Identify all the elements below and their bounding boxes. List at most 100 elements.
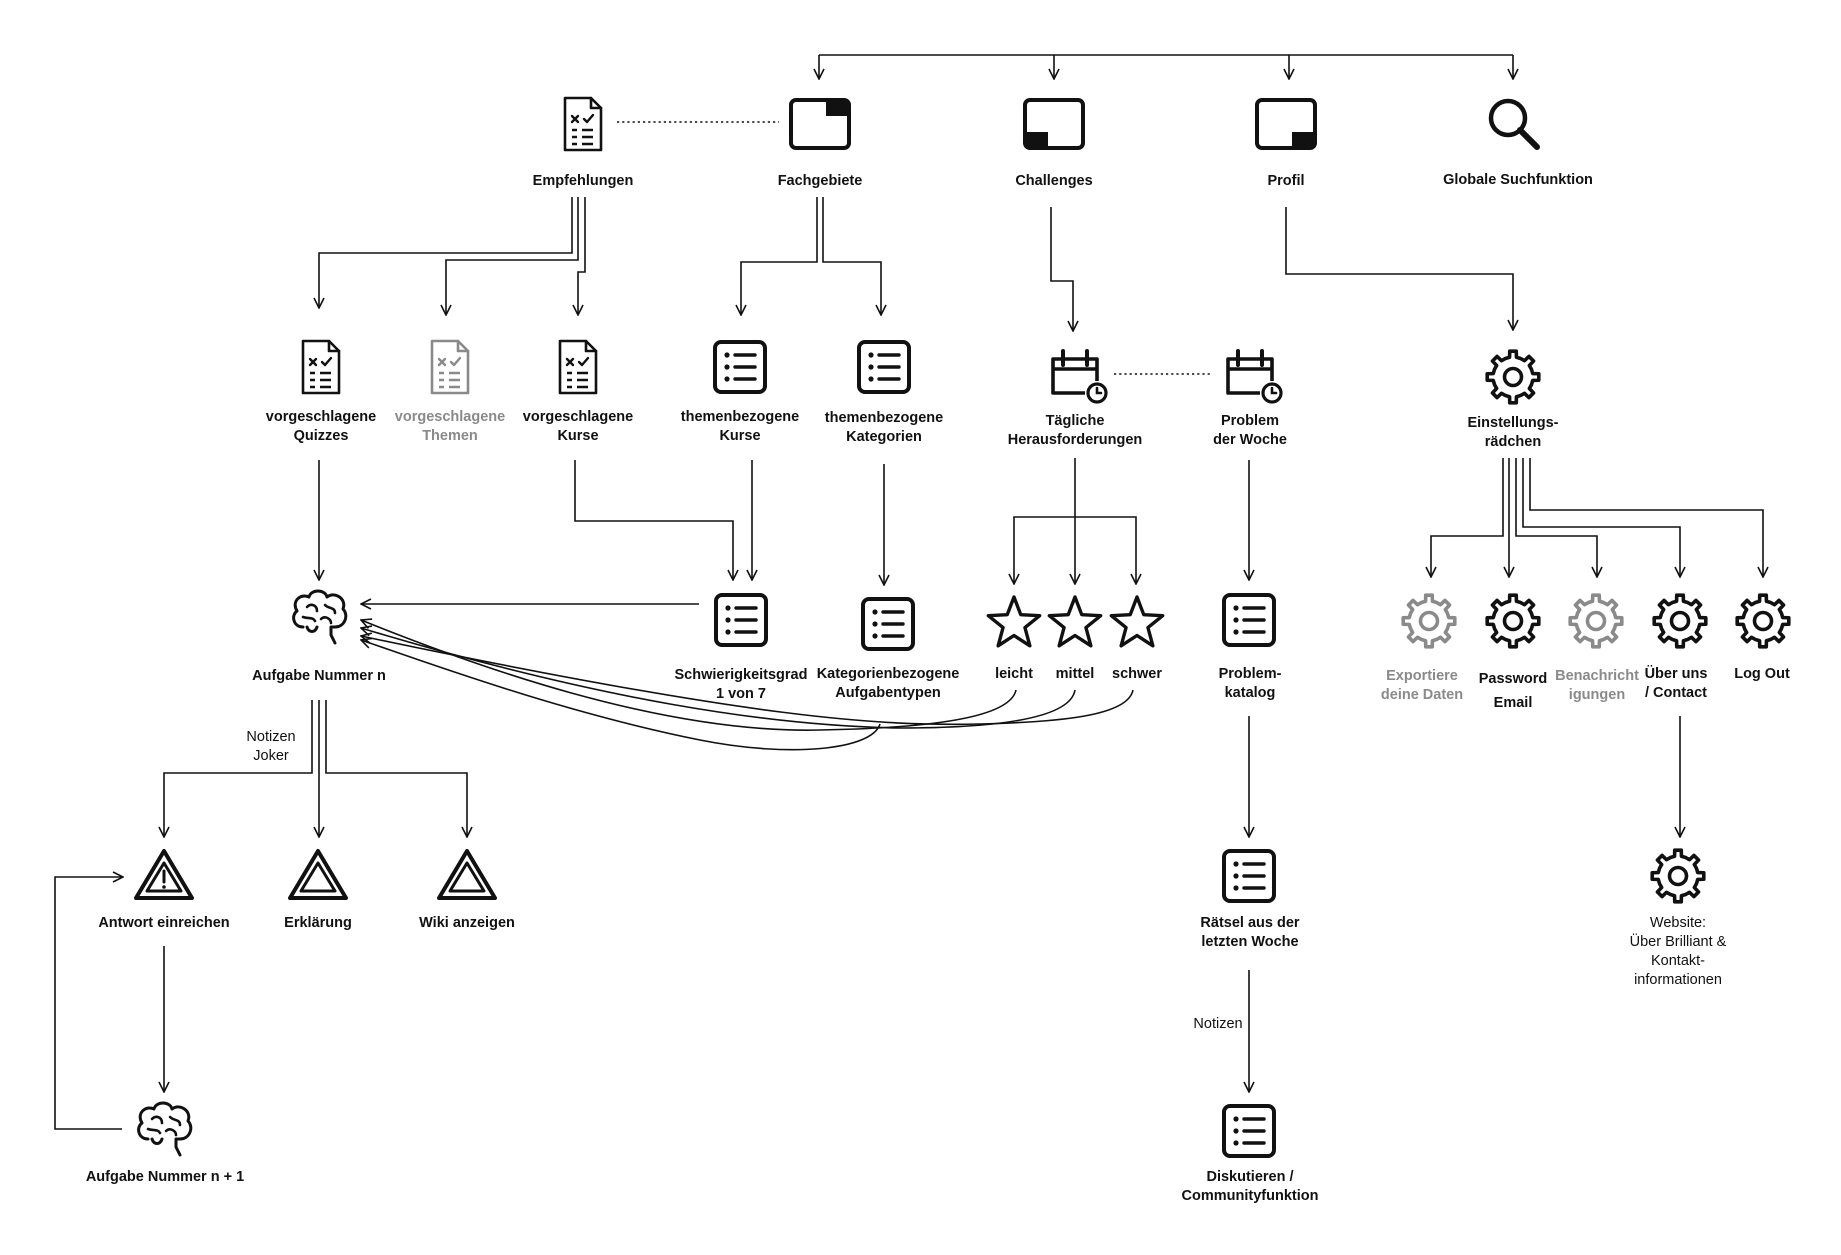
node-label-line: Einstellungs-: [1467, 415, 1559, 431]
node-label-ueber-uns: Über uns / Contact: [1645, 665, 1708, 703]
edge-label-line: Joker: [253, 748, 289, 764]
node-label-line: Exportiere: [1386, 668, 1458, 684]
gear-icon: [1485, 349, 1541, 405]
node-label-leicht: leicht: [995, 665, 1033, 684]
link-aufgabentypen-aufgabe: [361, 640, 881, 751]
window-corner-bottom-right-icon: [1255, 98, 1317, 150]
node-label-schwer: schwer: [1112, 665, 1162, 684]
gear-icon: [1652, 593, 1708, 649]
edge-label-notizen: Notizen: [1193, 1015, 1242, 1034]
list-icon: [857, 340, 911, 394]
node-label-line: Empfehlungen: [532, 173, 634, 189]
link-einstellungen-ueber-uns: [1522, 458, 1680, 577]
warning-triangle-icon: [134, 849, 194, 900]
node-label-line: Kategorienbezogene: [816, 666, 960, 682]
node-label-line: Erklärung: [284, 915, 352, 931]
triangle-icon: [437, 849, 497, 900]
node-label-line: Problem: [1220, 413, 1280, 429]
node-label-profil: Profil: [1267, 172, 1304, 191]
list-icon: [713, 340, 767, 394]
list-icon: [861, 597, 915, 651]
node-label-globale-suche: Globale Suchfunktion: [1443, 171, 1593, 190]
node-label-line: Rätsel aus der: [1200, 915, 1300, 931]
node-label-line: / Contact: [1644, 685, 1708, 701]
node-label-problemkatalog: Problem-katalog: [1219, 665, 1282, 703]
quiz-document-icon: [430, 339, 470, 395]
link-empfehlungen-kurse: [578, 197, 586, 315]
link-schwer-aufgabe: [361, 636, 1134, 726]
gear-icon: [1401, 593, 1457, 649]
node-label-aufgabe-n: Aufgabe Nummer n: [252, 667, 386, 686]
list-icon: [1222, 849, 1276, 903]
quiz-document-icon: [563, 96, 603, 152]
window-corner-bottom-left-icon: [1023, 98, 1085, 150]
node-label-line: Challenges: [1015, 173, 1093, 189]
node-label-line: Benachricht: [1555, 668, 1639, 684]
node-label-line: vorgeschlagene: [265, 409, 377, 425]
node-label-line: Communityfunktion: [1181, 1188, 1319, 1204]
node-label-line: schwer: [1112, 666, 1162, 682]
node-label-line: Log Out: [1734, 666, 1790, 682]
link-aufgabe-antwort: [164, 700, 313, 837]
window-corner-top-right-icon: [789, 98, 851, 150]
node-label-line: Tägliche: [1045, 413, 1105, 429]
node-label-line: mittel: [1055, 666, 1095, 682]
link-empfehlungen-themen: [446, 197, 579, 315]
node-label-line: Herausforderungen: [1007, 432, 1143, 448]
node-label-line: Diskutieren /: [1206, 1169, 1294, 1185]
node-label-line: Antwort einreichen: [98, 915, 230, 931]
edge-label-line: Notizen: [246, 729, 296, 745]
node-label-log-out: Log Out: [1734, 665, 1790, 684]
node-label-line: 1 von 7: [716, 686, 766, 702]
node-label-line: letzten Woche: [1201, 934, 1299, 950]
gear-icon: [1735, 593, 1791, 649]
quiz-document-icon: [301, 339, 341, 395]
list-icon: [714, 593, 768, 647]
node-label-einstellungsraedchen: Einstellungs-rädchen: [1467, 414, 1558, 452]
node-label-line: Globale Suchfunktion: [1443, 172, 1593, 188]
link-leicht-aufgabe: [361, 620, 1017, 731]
node-label-line: Email: [1493, 695, 1533, 711]
node-label-raetsel-letzte-woche: Rätsel aus der letzten Woche: [1200, 914, 1299, 952]
node-label-line: Aufgabe Nummer n + 1: [85, 1169, 245, 1185]
calendar-clock-icon: [1051, 349, 1108, 404]
node-label-line: Aufgabentypen: [835, 685, 941, 701]
node-label-line: Website:: [1649, 915, 1707, 931]
node-label-line: Problem-: [1218, 666, 1282, 682]
link-taegliche-leicht: [1014, 516, 1075, 584]
edge-label-line: Notizen: [1193, 1016, 1243, 1032]
link-mittel-aufgabe: [361, 628, 1076, 729]
gear-icon: [1568, 593, 1624, 649]
star-icon: [1109, 595, 1165, 648]
node-label-line: Aufgabe Nummer n: [252, 668, 386, 684]
link-aufgabe-wiki: [325, 700, 467, 837]
list-icon: [1222, 593, 1276, 647]
node-label-diskutieren: Diskutieren / Communityfunktion: [1182, 1168, 1319, 1206]
node-label-line: Über uns: [1644, 666, 1708, 682]
node-label-line: Wiki anzeigen: [419, 915, 515, 931]
node-label-line: vorgeschlagene: [394, 409, 506, 425]
node-label-line: Password: [1478, 671, 1548, 687]
list-icon: [1222, 1104, 1276, 1158]
node-label-wiki-anzeigen: Wiki anzeigen: [419, 914, 515, 933]
icons-layer: [134, 96, 1791, 1158]
brain-icon: [137, 1101, 193, 1157]
gear-icon: [1650, 848, 1706, 904]
links-layer: [54, 54, 1763, 1130]
node-label-line: Kurse: [719, 428, 761, 444]
star-icon: [1047, 595, 1103, 648]
node-label-website: Website:Über Brilliant &Kontakt-informat…: [1630, 914, 1727, 990]
node-label-antwort-einreichen: Antwort einreichen: [98, 914, 229, 933]
link-fachgebiete-kurse: [741, 197, 818, 315]
triangle-icon: [288, 849, 348, 900]
